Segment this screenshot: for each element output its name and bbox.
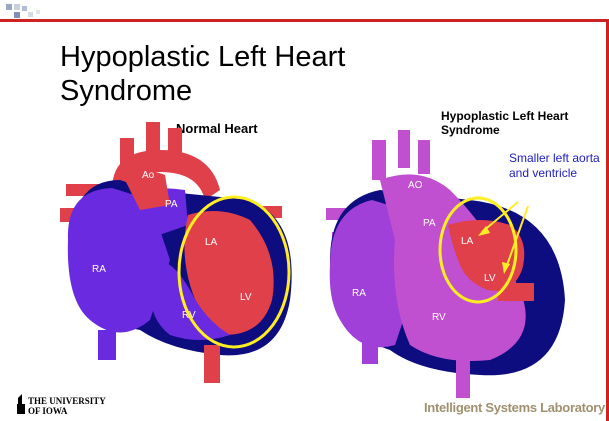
- normal-ao-label: Ao: [142, 170, 155, 181]
- hlhs-ao-label: AO: [408, 180, 423, 191]
- normal-lower-vessel: [98, 330, 116, 360]
- hlhs-ra-label: RA: [352, 288, 366, 299]
- hlhs-rv-label: RV: [432, 312, 446, 323]
- normal-ra-label: RA: [92, 264, 106, 275]
- hlhs-pa-label: PA: [423, 218, 436, 229]
- hlhs-la-label: LA: [461, 236, 474, 247]
- hlhs-lower-vessel: [362, 338, 378, 364]
- normal-lv-label: LV: [240, 292, 252, 303]
- university-logo: THE UNIVERSITY OF IOWA: [16, 394, 126, 416]
- svg-text:OF IOWA: OF IOWA: [28, 406, 68, 416]
- normal-la-label: LA: [205, 237, 218, 248]
- hlhs-heart: AO PA LA LV RA RV: [326, 130, 565, 398]
- svg-text:THE UNIVERSITY: THE UNIVERSITY: [28, 396, 106, 406]
- hlhs-vessel-2: [398, 130, 410, 168]
- normal-heart: Ao PA LA LV RA RV: [60, 122, 292, 383]
- hlhs-vessel-1: [372, 140, 386, 180]
- hlhs-vessel-3: [418, 140, 430, 174]
- normal-pa-label: PA: [165, 199, 178, 210]
- hlhs-ivc-vessel: [456, 360, 470, 398]
- lab-name: Intelligent Systems Laboratory: [424, 400, 605, 415]
- hlhs-lv-label: LV: [484, 273, 496, 284]
- hlhs-lv-tip: [498, 283, 534, 301]
- normal-ivc-vessel: [204, 345, 220, 383]
